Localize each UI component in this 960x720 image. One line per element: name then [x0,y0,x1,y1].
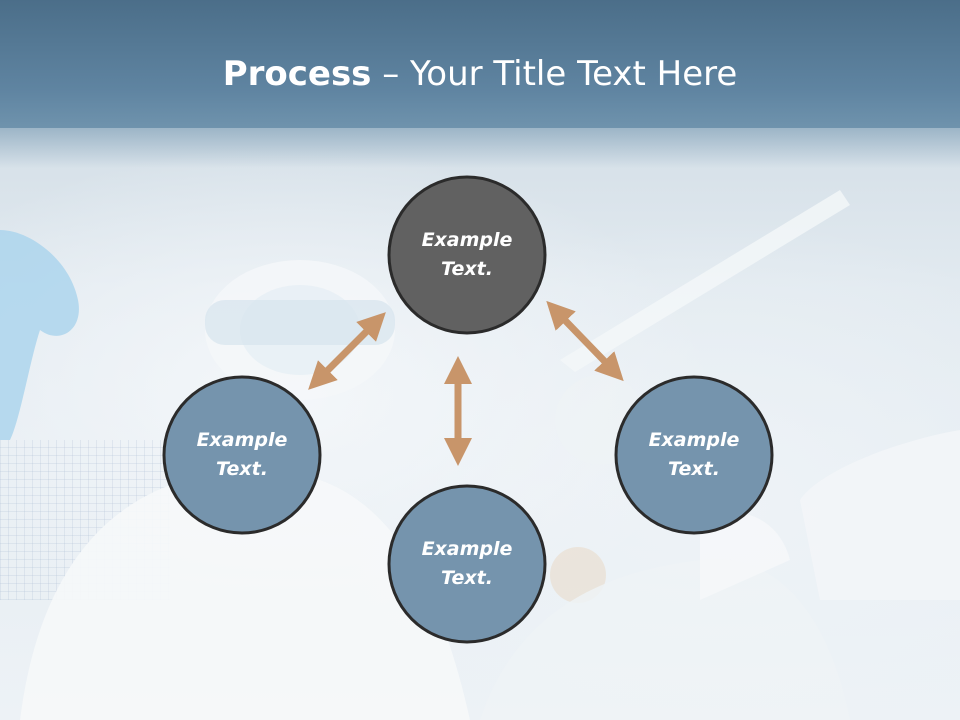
node-left-line1: Example [196,429,288,451]
node-left-label: Example Text. [167,426,317,484]
node-bottom-line2: Text. [441,567,493,589]
node-right-line2: Text. [668,458,720,480]
node-right-label: Example Text. [619,426,769,484]
slide-title-rest: – Your Title Text Here [371,54,738,94]
node-bottom-line1: Example [421,538,513,560]
arrow-top-right [546,300,624,382]
node-top-line2: Text. [441,258,493,280]
node-right-line1: Example [648,429,740,451]
slide-title-bold: Process [222,54,372,94]
node-bottom-circle [387,484,547,644]
node-right-circle [614,375,774,535]
node-bottom-label: Example Text. [392,535,542,593]
slide-title: Process – Your Title Text Here [0,52,960,96]
node-left-line2: Text. [216,458,268,480]
title-bar-fade [0,128,960,168]
node-top-circle [387,175,547,335]
arrow-top-left [308,312,386,390]
node-top-label: Example Text. [392,226,542,284]
node-left-circle [162,375,322,535]
title-bar [0,0,960,128]
node-top-line1: Example [421,229,513,251]
